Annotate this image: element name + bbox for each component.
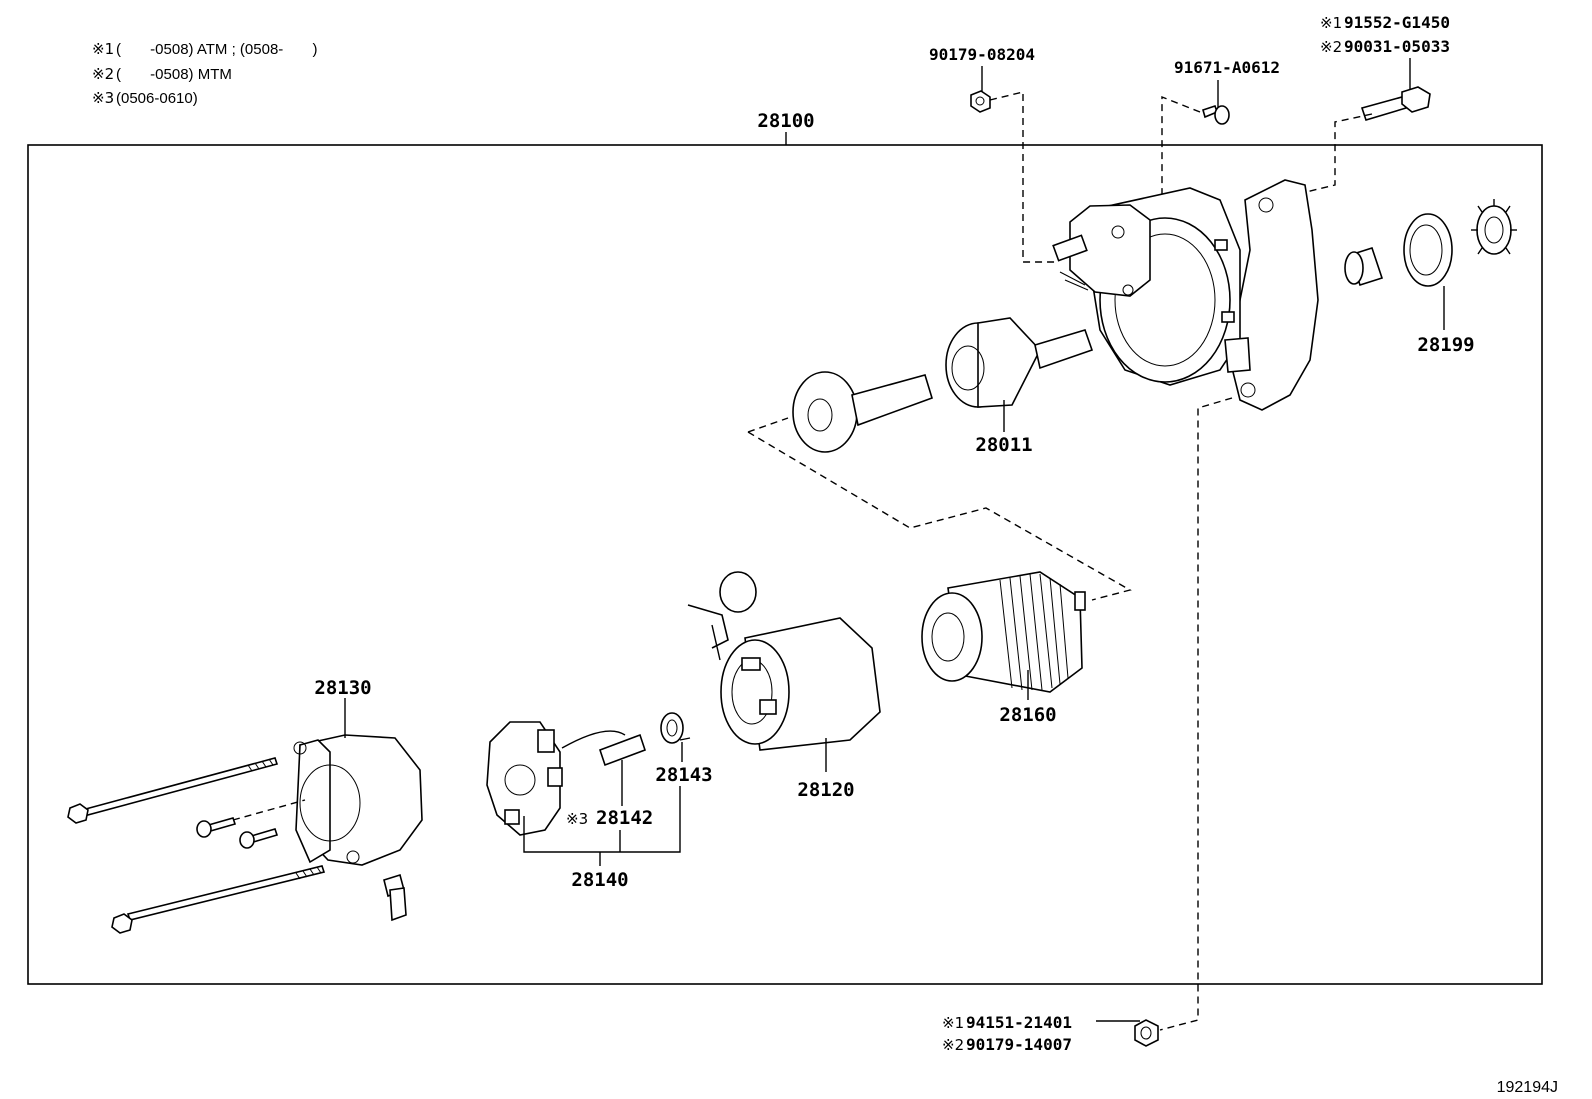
label-yoke: 28120: [797, 779, 854, 801]
label-nut-m2: 90179-14007: [966, 1035, 1072, 1054]
note-1-marker: ※1: [92, 40, 114, 58]
screw-top-part: [1202, 104, 1230, 125]
note-2-text: ( -0508) MTM: [116, 66, 232, 83]
end-frame-part: [293, 734, 423, 922]
label-bolt-right-m2: 90031-05033: [1344, 37, 1450, 56]
label-nut-m1: 94151-21401: [966, 1013, 1072, 1032]
dash-bolt-top: [989, 91, 1058, 263]
label-screw-top: 91671-A0612: [1174, 58, 1280, 77]
label-clutch: 28160: [999, 704, 1056, 726]
label-bolt-right-m2-marker: ※2: [1320, 38, 1342, 56]
label-bolt-right-m1: 91552-G1450: [1344, 13, 1450, 32]
through-bolt-upper: [67, 757, 279, 824]
clutch-part: [921, 571, 1086, 693]
label-plunger: 28011: [975, 434, 1032, 456]
dash-nut: [1159, 397, 1233, 1031]
label-brush-marker: ※3: [566, 810, 588, 828]
note-3-marker: ※3: [92, 89, 114, 107]
note-2-marker: ※2: [92, 65, 114, 83]
nut-bottom-part: [1134, 1019, 1159, 1047]
note-1-text: ( -0508) ATM ; (0508- ): [116, 41, 317, 58]
bracket-brush-holder: [523, 786, 681, 853]
note-3-text: (0506-0610): [116, 90, 198, 107]
brush-holder-part: [486, 721, 563, 836]
assembly-frame: [27, 144, 1543, 985]
label-brush: 28142: [596, 807, 653, 829]
yoke-part: [687, 571, 881, 751]
label-brush-spring: 28143: [655, 764, 712, 786]
label-end-frame: 28130: [314, 677, 371, 699]
bolt-right-part: [1360, 86, 1431, 121]
label-nut-m2-marker: ※2: [942, 1036, 964, 1054]
plunger-part: [792, 317, 1094, 453]
label-bolt-right-m1-marker: ※1: [1320, 14, 1342, 32]
dash-bolt-right: [1305, 113, 1373, 193]
small-screws: [196, 799, 306, 849]
dash-shaft-path: [747, 417, 1132, 601]
notes-block: ※1 ( -0508) ATM ; (0508- ) ※2 ( -0508) M…: [92, 40, 317, 107]
solenoid-housing-part: [1052, 179, 1319, 411]
label-nut-m1-marker: ※1: [942, 1014, 964, 1032]
gear-set-part: [1344, 199, 1517, 287]
label-bolt-top: 90179-08204: [929, 45, 1035, 64]
through-bolt-lower: [111, 865, 326, 934]
assembly-label: 28100: [757, 110, 814, 132]
brush-part: [561, 730, 647, 767]
label-brush-holder: 28140: [571, 869, 628, 891]
figure-id: 192194J: [1497, 1079, 1558, 1096]
bolt-top-part: [970, 90, 991, 113]
label-gear-set: 28199: [1417, 334, 1474, 356]
brush-spring-part: [660, 712, 691, 744]
